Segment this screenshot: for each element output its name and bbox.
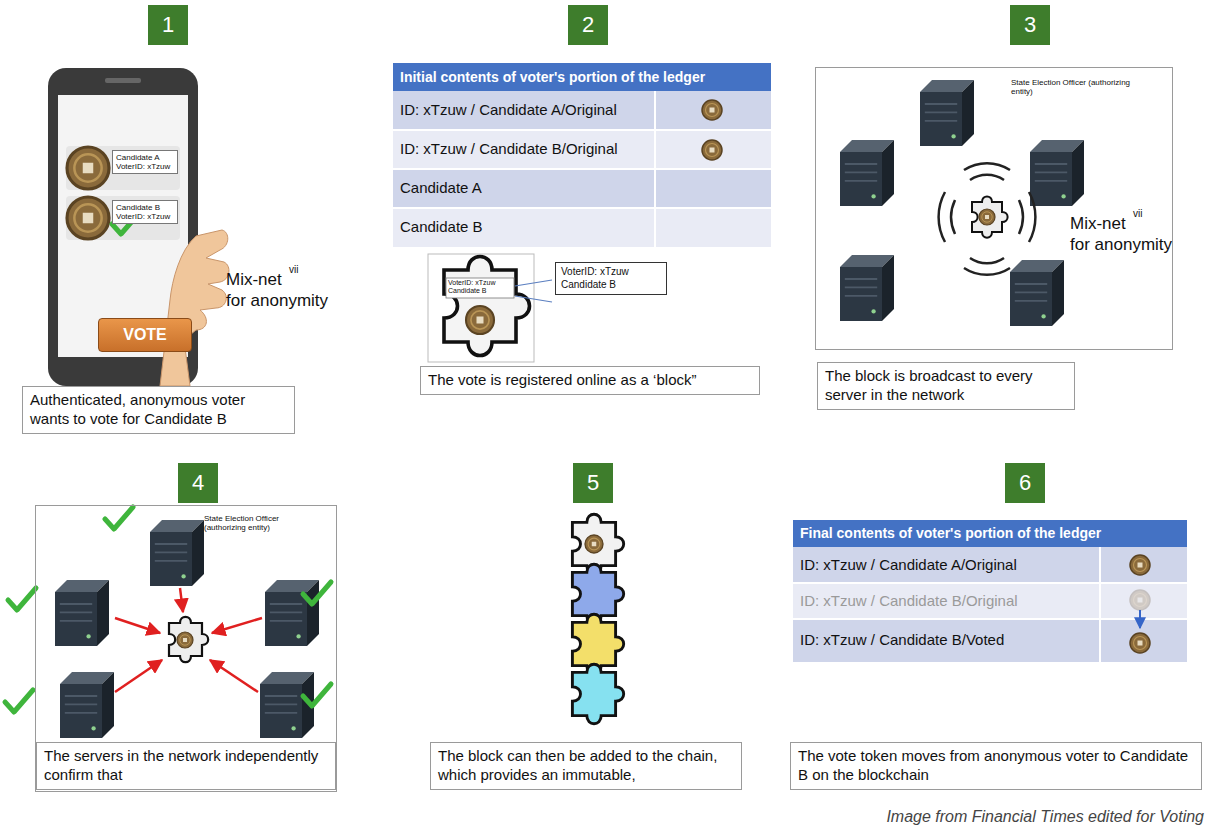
node-text: 2 bbox=[582, 12, 594, 38]
final-ledger-table bbox=[793, 520, 1187, 662]
node-text: The vote is registered online as a ‘bloc… bbox=[428, 371, 752, 390]
node-text: 3 bbox=[1024, 12, 1036, 38]
step-number: 3 bbox=[1010, 5, 1050, 45]
caption-box: The block is broadcast to every server i… bbox=[817, 362, 1075, 410]
node-text: 6 bbox=[1019, 470, 1031, 496]
entity-label: State Election Officer (authorizing enti… bbox=[1011, 78, 1131, 96]
footnote-ref: vii bbox=[289, 264, 298, 275]
footnote-ref: vii bbox=[1133, 208, 1142, 219]
coin-label: Candidate A VoterID: xTzuw bbox=[112, 150, 178, 174]
caption-box: The vote token moves from anonymous vote… bbox=[790, 742, 1202, 790]
table-cell: ID: xTzuw / Candidate A/Original bbox=[400, 101, 650, 118]
coin-label: Candidate B VoterID: xTzuw bbox=[112, 200, 178, 224]
table-cell: Candidate B bbox=[400, 218, 650, 235]
caption-box: Authenticated, anonymous voter wants to … bbox=[22, 386, 295, 434]
table-cell: ID: xTzuw / Candidate B/Voted bbox=[800, 631, 1095, 648]
server-network bbox=[840, 80, 1084, 326]
node-text: The block is broadcast to every server i… bbox=[825, 367, 1067, 405]
node-text: The servers in the network independently… bbox=[44, 747, 328, 785]
caption-box: The servers in the network independently… bbox=[36, 742, 336, 790]
block-puzzle bbox=[428, 254, 552, 362]
node-text: Candidate A VoterID: xTzuw bbox=[116, 153, 174, 171]
caption-box: The vote is registered online as a ‘bloc… bbox=[420, 366, 760, 395]
table-cell: ID: xTzuw / Candidate B/Original bbox=[800, 592, 1095, 609]
block-text: VoterID: xTzuw Candidate B bbox=[448, 279, 512, 294]
node-text: VoterID: xTzuw Candidate B bbox=[561, 266, 661, 291]
mixnet-label: for anonymity bbox=[1070, 235, 1172, 255]
node-text: 5 bbox=[587, 470, 599, 496]
caption-box: The block can then be added to the chain… bbox=[430, 742, 742, 790]
vote-button: VOTE bbox=[98, 318, 192, 352]
mixnet-label: for anonymity bbox=[226, 291, 328, 311]
table-cell: ID: xTzuw / Candidate A/Original bbox=[800, 556, 1095, 573]
node-text: VOTE bbox=[123, 326, 167, 344]
node-text: Authenticated, anonymous voter wants to … bbox=[30, 391, 287, 429]
phone-illustration bbox=[48, 68, 229, 386]
node-text: 1 bbox=[162, 12, 174, 38]
node-text: The vote token moves from anonymous vote… bbox=[798, 747, 1194, 785]
node-text: Candidate B VoterID: xTzuw bbox=[116, 203, 174, 221]
node-text: The block can then be added to the chain… bbox=[438, 747, 734, 785]
panel-frame: State Election Officer (authorizing enti… bbox=[35, 505, 337, 792]
node-text: 4 bbox=[192, 470, 204, 496]
panel-frame: State Election Officer (authorizing enti… bbox=[815, 67, 1173, 350]
mixnet-label: Mix-net bbox=[226, 270, 282, 290]
table-header: Final contents of voter's portion of the… bbox=[800, 525, 1182, 541]
entity-label: State Election Officer (authorizing enti… bbox=[204, 514, 314, 532]
step-number: 1 bbox=[148, 5, 188, 45]
callout-box: VoterID: xTzuw Candidate B bbox=[555, 262, 667, 295]
credit-note: Image from Financial Times edited for Vo… bbox=[780, 808, 1204, 826]
table-cell: Candidate A bbox=[400, 179, 650, 196]
server-confirmation bbox=[5, 507, 331, 738]
step-number: 5 bbox=[573, 463, 613, 503]
mixnet-label: Mix-net bbox=[1070, 214, 1126, 234]
block-chain bbox=[572, 514, 623, 723]
step-number: 4 bbox=[178, 463, 218, 503]
step-number: 6 bbox=[1005, 463, 1045, 503]
ledger-table bbox=[393, 63, 771, 247]
step-number: 2 bbox=[568, 5, 608, 45]
table-header: Initial contents of voter's portion of t… bbox=[400, 69, 766, 85]
table-cell: ID: xTzuw / Candidate B/Original bbox=[400, 140, 650, 157]
